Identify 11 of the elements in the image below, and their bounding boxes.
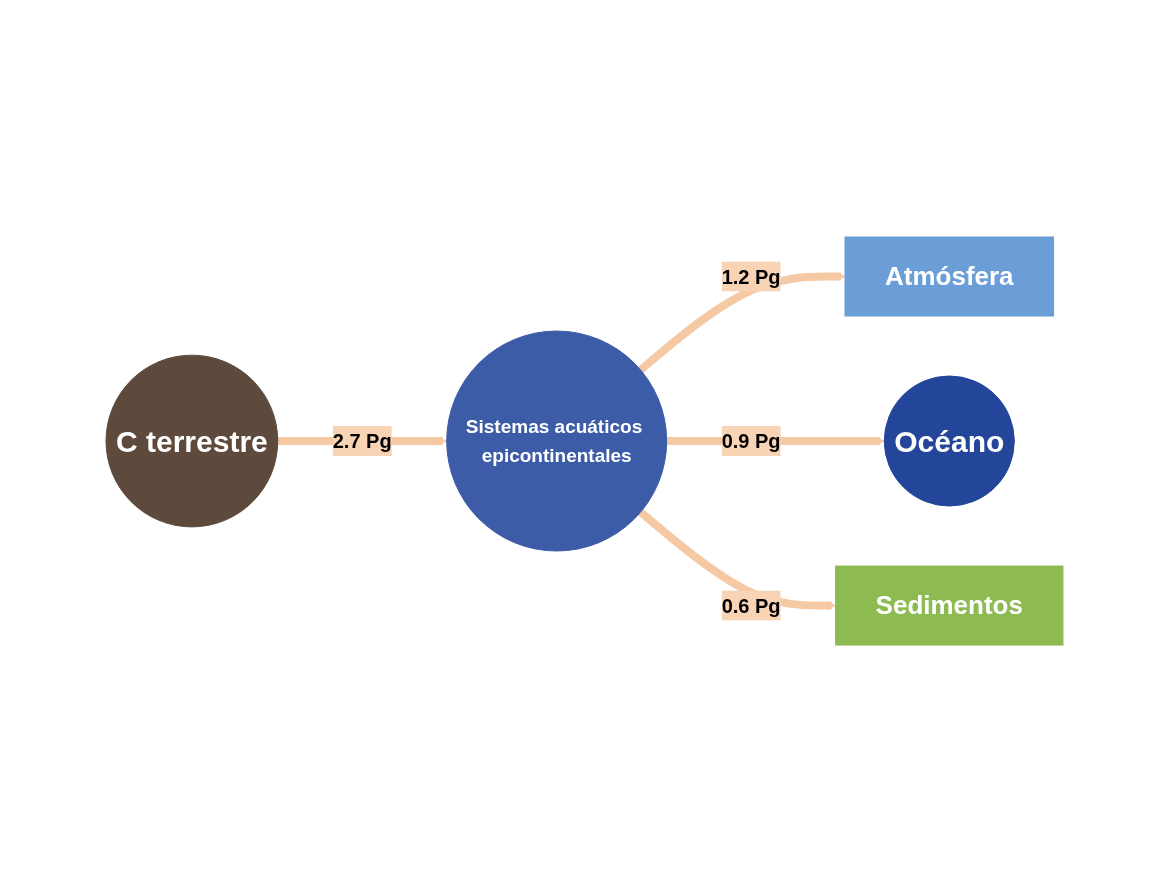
edge-label: 1.2 Pg <box>721 265 781 288</box>
arrow <box>638 272 846 373</box>
edge-label: 0.9 Pg <box>721 429 781 452</box>
edge-label: 2.7 Pg <box>332 429 392 452</box>
node-circle: Sistemas acuáticos epicontinentales <box>446 330 668 552</box>
node-box: Atmósfera <box>844 236 1055 317</box>
node-circle: C terrestre <box>105 354 279 528</box>
arrow <box>638 508 836 610</box>
node-box: Sedimentos <box>835 565 1064 646</box>
node-circle: Océano <box>883 375 1015 507</box>
edge-label: 0.6 Pg <box>721 594 781 617</box>
